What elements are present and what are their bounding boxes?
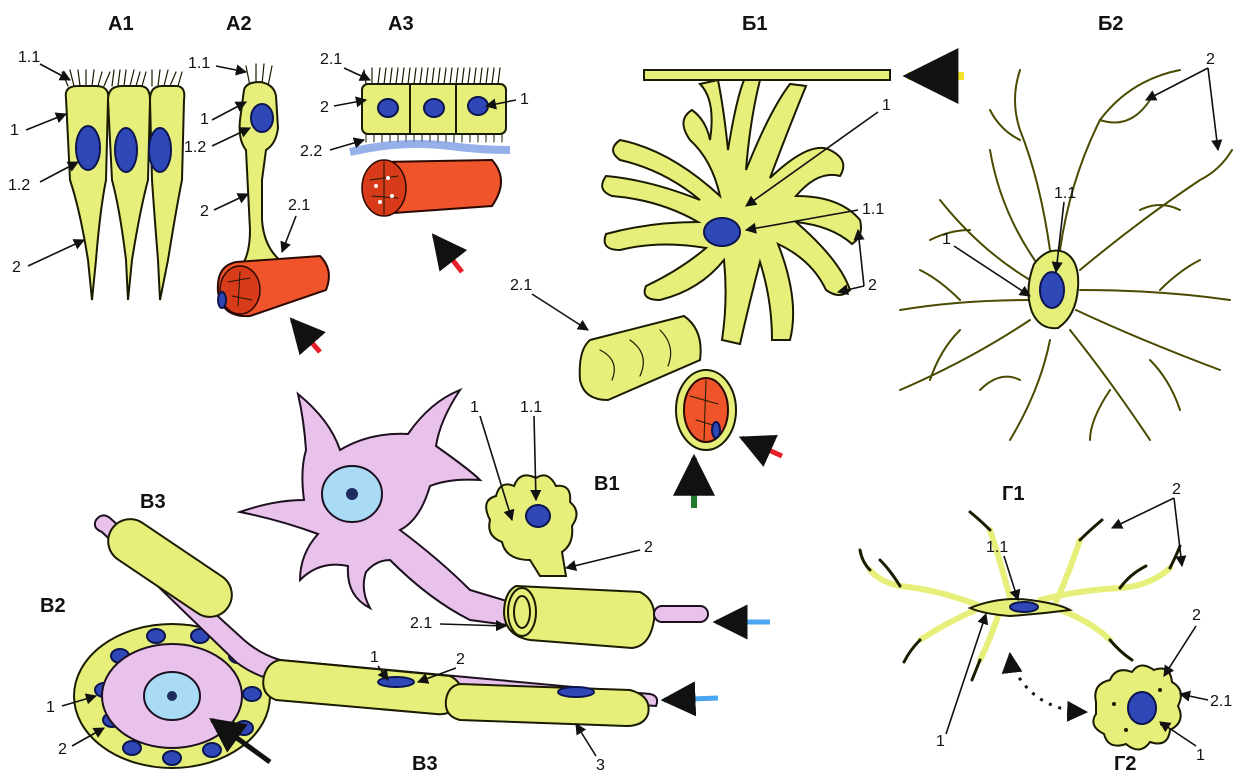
label-a2-2-1: 2.1 [288, 197, 310, 214]
panel-title-a2: А2 [226, 13, 252, 35]
red-arrow-a2 [292, 320, 320, 352]
schwann-cell-bottom-2 [446, 684, 649, 726]
schwann-cell-top [100, 511, 241, 626]
label-a2-1-1: 1.1 [188, 55, 210, 72]
blood-vessel-a2 [218, 256, 329, 316]
label-b2-1: 1 [942, 231, 951, 248]
cilia-a1 [62, 70, 182, 86]
panel-title-v2: В2 [40, 595, 66, 617]
label-b1-1-1: 1.1 [862, 201, 884, 218]
label-b2-1-1: 1.1 [1054, 185, 1076, 202]
label-a3-2-1: 2.1 [320, 51, 342, 68]
ependymal-cell-1 [66, 86, 109, 300]
label-v3-2: 2 [456, 651, 465, 668]
panel-title-v3-bottom: В3 [412, 753, 438, 775]
panel-title-v3-top: В3 [140, 491, 166, 513]
label-v3-3: 3 [596, 757, 605, 774]
label-a2-1-2: 1.2 [184, 139, 206, 156]
label-a1-1: 1 [10, 122, 19, 139]
label-b2-2: 2 [1206, 51, 1215, 68]
panel-title-a3: А3 [388, 13, 414, 35]
schwann-cell-bottom-1 [263, 660, 461, 714]
label-v1-2: 2 [644, 539, 653, 556]
label-v1-1: 1 [470, 399, 479, 416]
astrocyte-protoplasmic [580, 80, 861, 450]
ependymal-cell-3 [149, 86, 184, 300]
label-g1-2: 2 [1172, 481, 1181, 498]
label-b1-2-1: 2.1 [510, 277, 532, 294]
label-b1-1: 1 [882, 97, 891, 114]
label-v3-1: 1 [370, 649, 379, 666]
panel-v2: В2 1 2 [40, 595, 270, 768]
panel-b1: Б1 1 1.1 2 2.1 [510, 13, 964, 508]
panel-title-b2: Б2 [1098, 13, 1124, 35]
label-a3-2: 2 [320, 99, 329, 116]
blue-arrow-v3 [664, 698, 718, 700]
red-arrow-b1 [742, 438, 782, 456]
red-arrow-a3 [434, 236, 462, 272]
label-g1-1: 1 [936, 733, 945, 750]
pia-membrane [644, 70, 890, 80]
label-b1-2: 2 [868, 277, 877, 294]
label-g2-1: 1 [1196, 747, 1205, 764]
label-a1-2: 2 [12, 259, 21, 276]
panel-a1: А1 1.1 1 1.2 2 [8, 13, 184, 300]
dotted-transition-arrow [1010, 660, 1086, 712]
panel-title-a1: А1 [108, 13, 134, 35]
microglia-resting [860, 512, 1180, 680]
blood-vessel-a3 [362, 160, 501, 216]
label-g2-2-1: 2.1 [1210, 693, 1232, 710]
label-v2-2: 2 [58, 741, 67, 758]
label-a1-1-1: 1.1 [18, 49, 40, 66]
label-a2-2: 2 [200, 203, 209, 220]
panel-title-g2: Г2 [1114, 753, 1136, 775]
panel-title-b1: Б1 [742, 13, 768, 35]
label-a1-1-2: 1.2 [8, 177, 30, 194]
label-v1-2-1: 2.1 [410, 615, 432, 632]
panel-title-v1: В1 [594, 473, 620, 495]
label-g1-1-1: 1.1 [986, 539, 1008, 556]
basement-membrane [350, 144, 510, 152]
label-a2-1: 1 [200, 111, 209, 128]
label-g2-2: 2 [1192, 607, 1201, 624]
label-v2-1: 1 [46, 699, 55, 716]
label-v1-1-1: 1.1 [520, 399, 542, 416]
panel-a2: А2 1.1 1 1.2 2 2.1 [184, 13, 329, 352]
ependymal-cell-2 [108, 86, 150, 300]
panel-a3: А3 2.1 2 1 2.2 [300, 13, 529, 272]
panel-g2: Г2 2 2.1 1 [1093, 607, 1232, 775]
label-a3-2-2: 2.2 [300, 143, 322, 160]
myelin-sheath-v1 [504, 586, 654, 648]
label-a3-1: 1 [520, 91, 529, 108]
panel-title-g1: Г1 [1002, 483, 1024, 505]
